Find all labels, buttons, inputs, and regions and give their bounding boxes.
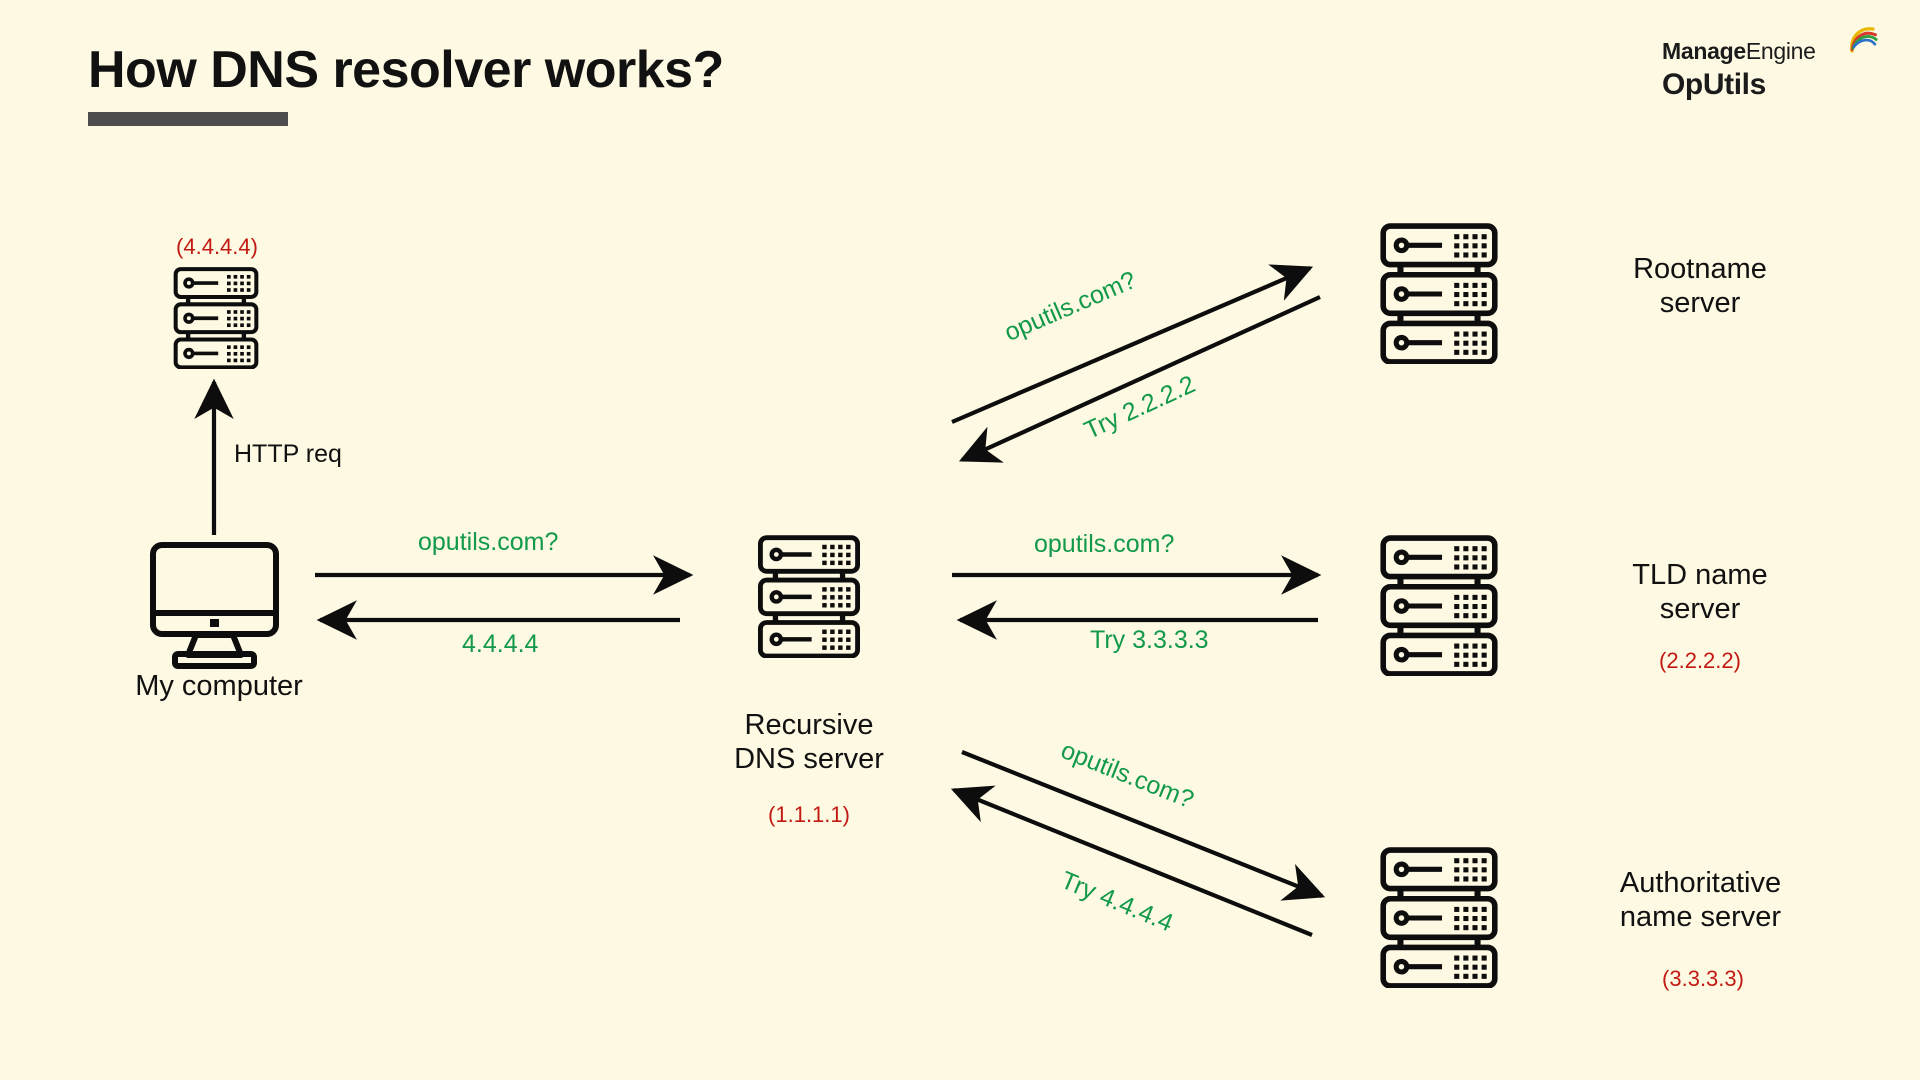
node-label-tld: TLD name server: [1632, 559, 1768, 626]
arrow-auth-query: [961, 750, 1326, 901]
local-server-ip: (4.4.4.4): [176, 234, 258, 259]
desktop-monitor-icon: [150, 542, 279, 669]
tld-server-ip: (2.2.2.2): [1659, 648, 1741, 673]
edge-label-http-req: HTTP req: [234, 440, 342, 468]
node-label-rootname: Rootname server: [1633, 253, 1767, 320]
product-name: OpUtils: [1662, 68, 1766, 101]
server-rack-icon-recursive: [760, 538, 857, 656]
page-title: How DNS resolver works?: [88, 41, 724, 99]
arrow-root-answer: [958, 295, 1321, 463]
server-rack-icon-local: [176, 269, 257, 367]
title-accent-bar: [88, 112, 288, 126]
recursive-dns-ip: (1.1.1.1): [768, 802, 850, 827]
authoritative-server-ip: (3.3.3.3): [1662, 966, 1744, 991]
server-rack-icon-tld: [1383, 538, 1495, 674]
node-label-authoritative: Authoritative name server: [1619, 867, 1782, 934]
brand-name-bold: Manage: [1662, 38, 1746, 64]
server-rack-icon-authoritative: [1383, 850, 1495, 986]
node-label-recursive-dns: Recursive DNS server: [734, 709, 884, 776]
server-rack-icon-rootname: [1383, 226, 1495, 362]
edge-label-tld-query: oputils.com?: [1034, 530, 1175, 558]
arrow-auth-answer: [950, 785, 1313, 937]
node-label-my-computer: My computer: [135, 670, 303, 702]
brand-name: ManageEngine: [1662, 27, 1878, 64]
brand-name-light: Engine: [1745, 38, 1816, 64]
edge-label-client-query: oputils.com?: [418, 528, 559, 556]
arrow-root-query: [951, 264, 1314, 424]
edge-label-tld-answer: Try 3.3.3.3: [1090, 626, 1209, 654]
edge-label-client-answer: 4.4.4.4: [462, 630, 539, 658]
manageengine-swoosh-icon: [1850, 27, 1878, 53]
brand-logo: ManageEngine OpUtils: [1662, 27, 1878, 101]
